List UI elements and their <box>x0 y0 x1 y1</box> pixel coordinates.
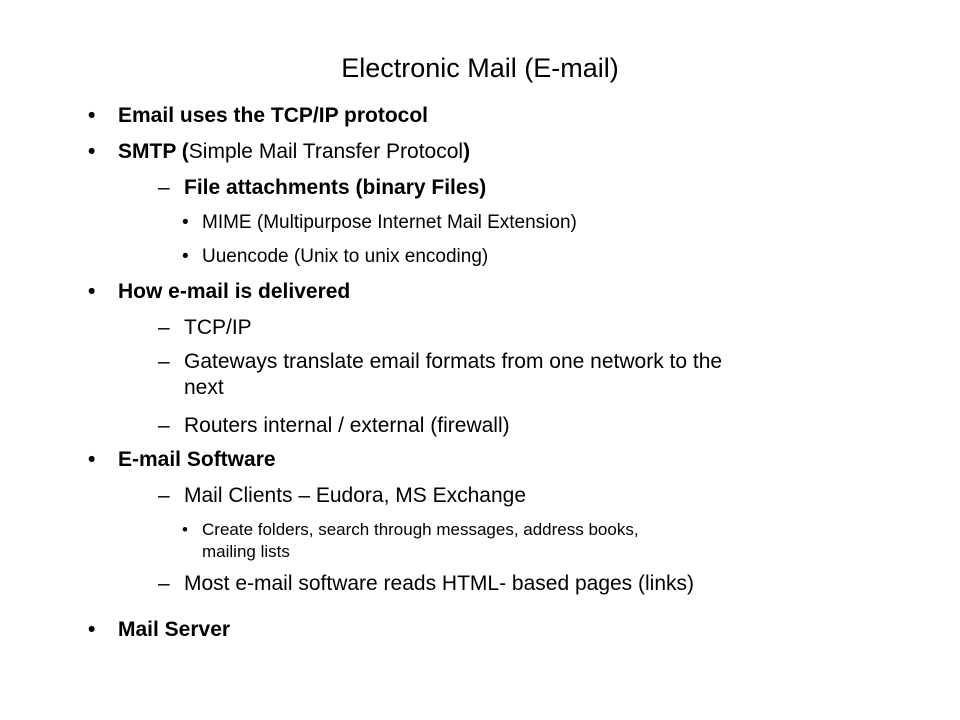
smtp-close: ) <box>463 140 471 163</box>
sub-bullet-text: Create folders, search through messages,… <box>202 520 639 539</box>
dash-marker: – <box>158 484 170 507</box>
sub-bullet-marker: • <box>182 246 189 267</box>
dash-text: Most e-mail software reads HTML- based p… <box>184 572 695 595</box>
bullet-marker: • <box>88 104 96 127</box>
bullet-marker: • <box>88 618 96 641</box>
bullet-text: Email uses the TCP/IP protocol <box>118 104 429 127</box>
sub-bullet-text: MIME (Multipurpose Internet Mail Extensi… <box>202 212 577 233</box>
dash-text: Gateways translate email formats from on… <box>184 350 723 373</box>
bullet-text: SMTP (Simple Mail Transfer Protocol) <box>118 140 470 164</box>
slide-title: Electronic Mail (E-mail) <box>341 53 619 83</box>
dash-text: TCP/IP <box>184 316 252 339</box>
sub-bullet-marker: • <box>182 212 189 233</box>
dash-marker: – <box>158 572 170 595</box>
smtp-open: SMTP ( <box>118 140 189 163</box>
bullet-text: Mail Server <box>118 618 231 641</box>
dash-marker: – <box>158 350 170 373</box>
smtp-expansion: Simple Mail Transfer Protocol <box>188 140 464 163</box>
sub-bullet-text-continued: mailing lists <box>202 542 290 561</box>
dash-text: Routers internal / external (firewall) <box>184 414 510 437</box>
sub-bullet-marker: • <box>182 520 188 539</box>
sub-bullet-text: Uuencode (Unix to unix encoding) <box>202 246 489 267</box>
dash-text-continued: next <box>184 376 224 399</box>
bullet-marker: • <box>88 140 96 163</box>
bullet-marker: • <box>88 280 96 303</box>
dash-marker: – <box>158 414 170 437</box>
dash-marker: – <box>158 316 170 339</box>
bullet-text: E-mail Software <box>118 448 276 471</box>
dash-marker: – <box>158 176 170 199</box>
bullet-text: How e-mail is delivered <box>118 280 351 303</box>
dash-text: File attachments (binary Files) <box>184 176 487 199</box>
bullet-marker: • <box>88 448 96 471</box>
dash-text: Mail Clients – Eudora, MS Exchange <box>184 484 526 507</box>
